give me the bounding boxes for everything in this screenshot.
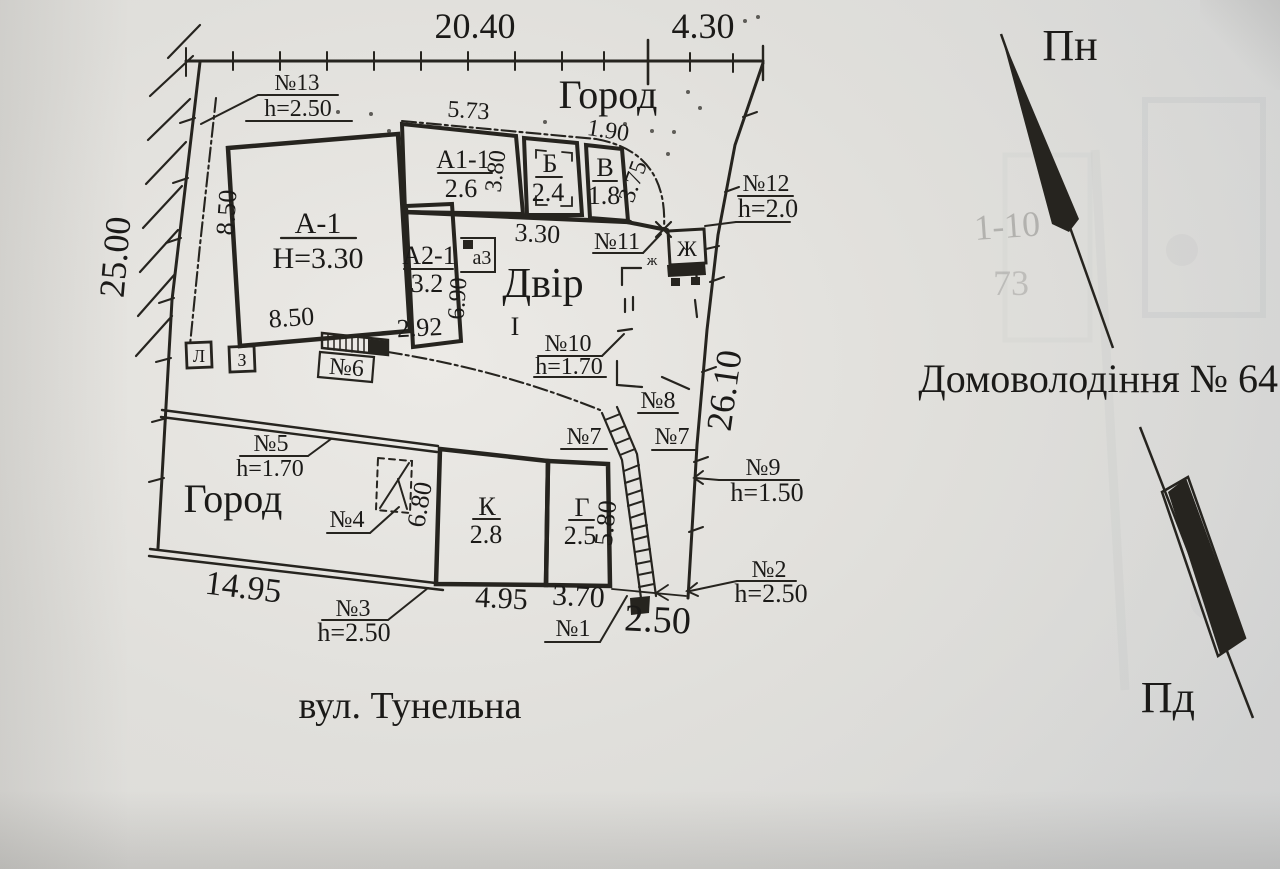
dim-495: 4.95 bbox=[474, 581, 528, 617]
bldg-a11-name: А1-1 bbox=[436, 145, 489, 174]
dim-right-side: 26.10 bbox=[699, 347, 750, 433]
stairs-hatch bbox=[600, 405, 658, 615]
dim-330: 3.30 bbox=[514, 218, 561, 249]
porch-a3 bbox=[460, 237, 496, 273]
area-yard: Двір bbox=[502, 261, 583, 307]
dim-left-side: 25.00 bbox=[92, 215, 139, 299]
dim-190: 1.90 bbox=[585, 115, 631, 147]
north-arrow-icon bbox=[999, 33, 1115, 349]
mark-n9-h: h=1.50 bbox=[730, 478, 803, 507]
fence-double-lines bbox=[147, 408, 446, 592]
mark-n2-h: h=2.50 bbox=[734, 579, 807, 608]
bldg-k-value: 2.8 bbox=[470, 520, 503, 549]
gate-opening bbox=[611, 584, 687, 601]
mark-n2: №2 bbox=[752, 557, 787, 583]
bldg-l-label: Л bbox=[193, 346, 205, 366]
bldg-k-name: К bbox=[478, 492, 496, 521]
structure-n4-dashed bbox=[374, 456, 414, 515]
mark-n3: №3 bbox=[336, 596, 371, 622]
dim-375: 3.75 bbox=[614, 157, 653, 205]
buildings-outlines bbox=[225, 121, 669, 589]
dim-850-bottom: 8.50 bbox=[268, 301, 315, 333]
fence-dashed-enclosure bbox=[615, 266, 699, 391]
dim-580: 5.80 bbox=[589, 499, 623, 547]
bldg-a1-name: А-1 bbox=[295, 207, 342, 240]
mark-n3-h: h=2.50 bbox=[317, 618, 390, 647]
bldg-zh-name: Ж bbox=[677, 236, 697, 261]
bldg-v-name: В bbox=[596, 153, 613, 182]
dim-bottom-left: 14.95 bbox=[203, 565, 283, 611]
dim-250: 2.50 bbox=[623, 597, 692, 642]
bldg-g-name: Г bbox=[574, 493, 589, 522]
building-a21-outline bbox=[403, 201, 464, 350]
bldg-zh-small: ж bbox=[646, 253, 658, 269]
building-b-inner-brackets bbox=[535, 149, 573, 207]
building-a1-outline bbox=[225, 131, 413, 349]
mark-n9: №9 bbox=[746, 455, 781, 481]
svg-text:1-10: 1-10 bbox=[973, 203, 1042, 248]
mark-n12: №12 bbox=[743, 171, 790, 197]
svg-text:73: 73 bbox=[993, 263, 1029, 303]
dim-850-left: 8.50 bbox=[210, 189, 242, 236]
building-b-outline bbox=[521, 135, 585, 217]
plot-boundary bbox=[156, 59, 765, 600]
boundary-hatching bbox=[134, 23, 202, 358]
bldg-g-value: 2.5 bbox=[564, 521, 597, 550]
mark-n7b: №7 bbox=[655, 424, 690, 450]
mark-n5-h: h=1.70 bbox=[236, 456, 304, 482]
steps-n6 bbox=[316, 331, 390, 384]
dim-292: 2.92 bbox=[396, 312, 443, 343]
bldg-b-name: Б bbox=[543, 149, 558, 178]
mark-n8: №8 bbox=[641, 388, 676, 414]
area-garden-top: Город bbox=[559, 72, 658, 117]
dim-573: 5.73 bbox=[447, 97, 491, 126]
dimension-ticks bbox=[148, 38, 765, 533]
page-title: Домоволодіння № 64 bbox=[918, 356, 1278, 401]
mark-n5: №5 bbox=[254, 431, 289, 457]
bldg-z-label: З bbox=[237, 350, 246, 370]
mark-n10: №10 bbox=[545, 331, 592, 357]
south-arrow-icon bbox=[1138, 426, 1255, 719]
bldg-a3-label: а3 bbox=[473, 247, 492, 269]
bldg-a1-value: Н=3.30 bbox=[272, 242, 363, 275]
scan-dots bbox=[336, 15, 760, 156]
mark-n12-h: h=2.0 bbox=[738, 194, 798, 223]
compass-south-label: Пд bbox=[1141, 673, 1195, 722]
mark-n6: №6 bbox=[328, 354, 365, 382]
label-rules-leaders bbox=[200, 94, 800, 643]
area-zone-i: І bbox=[511, 312, 520, 341]
bldg-a21-name: А2-1 bbox=[402, 241, 455, 270]
structure-zh bbox=[654, 220, 720, 286]
mark-n4: №4 bbox=[330, 507, 365, 533]
dim-380: 3.80 bbox=[481, 149, 512, 194]
bldg-a11-value: 2.6 bbox=[445, 174, 478, 203]
mark-n10-h: h=1.70 bbox=[535, 354, 603, 380]
dim-370: 3.70 bbox=[551, 579, 605, 615]
compass-north-label: Пн bbox=[1042, 21, 1097, 70]
mark-n13-h: h=2.50 bbox=[264, 96, 332, 122]
dim-690: 6.90 bbox=[444, 277, 473, 321]
area-garden-left: Город bbox=[184, 476, 283, 521]
dim-top-right: 4.30 bbox=[672, 6, 735, 46]
bldg-b-value: 2.4 bbox=[532, 178, 565, 207]
dim-680: 6.80 bbox=[401, 480, 437, 530]
structure-l-z-boxes bbox=[184, 340, 257, 374]
bldg-v-value: 1.8 bbox=[588, 181, 621, 210]
building-a11-outline bbox=[399, 121, 526, 217]
dim-top-main: 20.40 bbox=[435, 6, 516, 46]
bldg-a21-value: 3.2 bbox=[411, 269, 444, 298]
mark-n7a: №7 bbox=[567, 424, 602, 450]
mark-n1: №1 bbox=[556, 616, 591, 642]
mark-n13: №13 bbox=[275, 70, 320, 95]
fence-dashdot-lines bbox=[188, 96, 666, 412]
mark-n11: №11 bbox=[594, 229, 640, 255]
street-name: вул. Тунельна bbox=[299, 685, 522, 727]
building-g-outline bbox=[543, 458, 613, 589]
